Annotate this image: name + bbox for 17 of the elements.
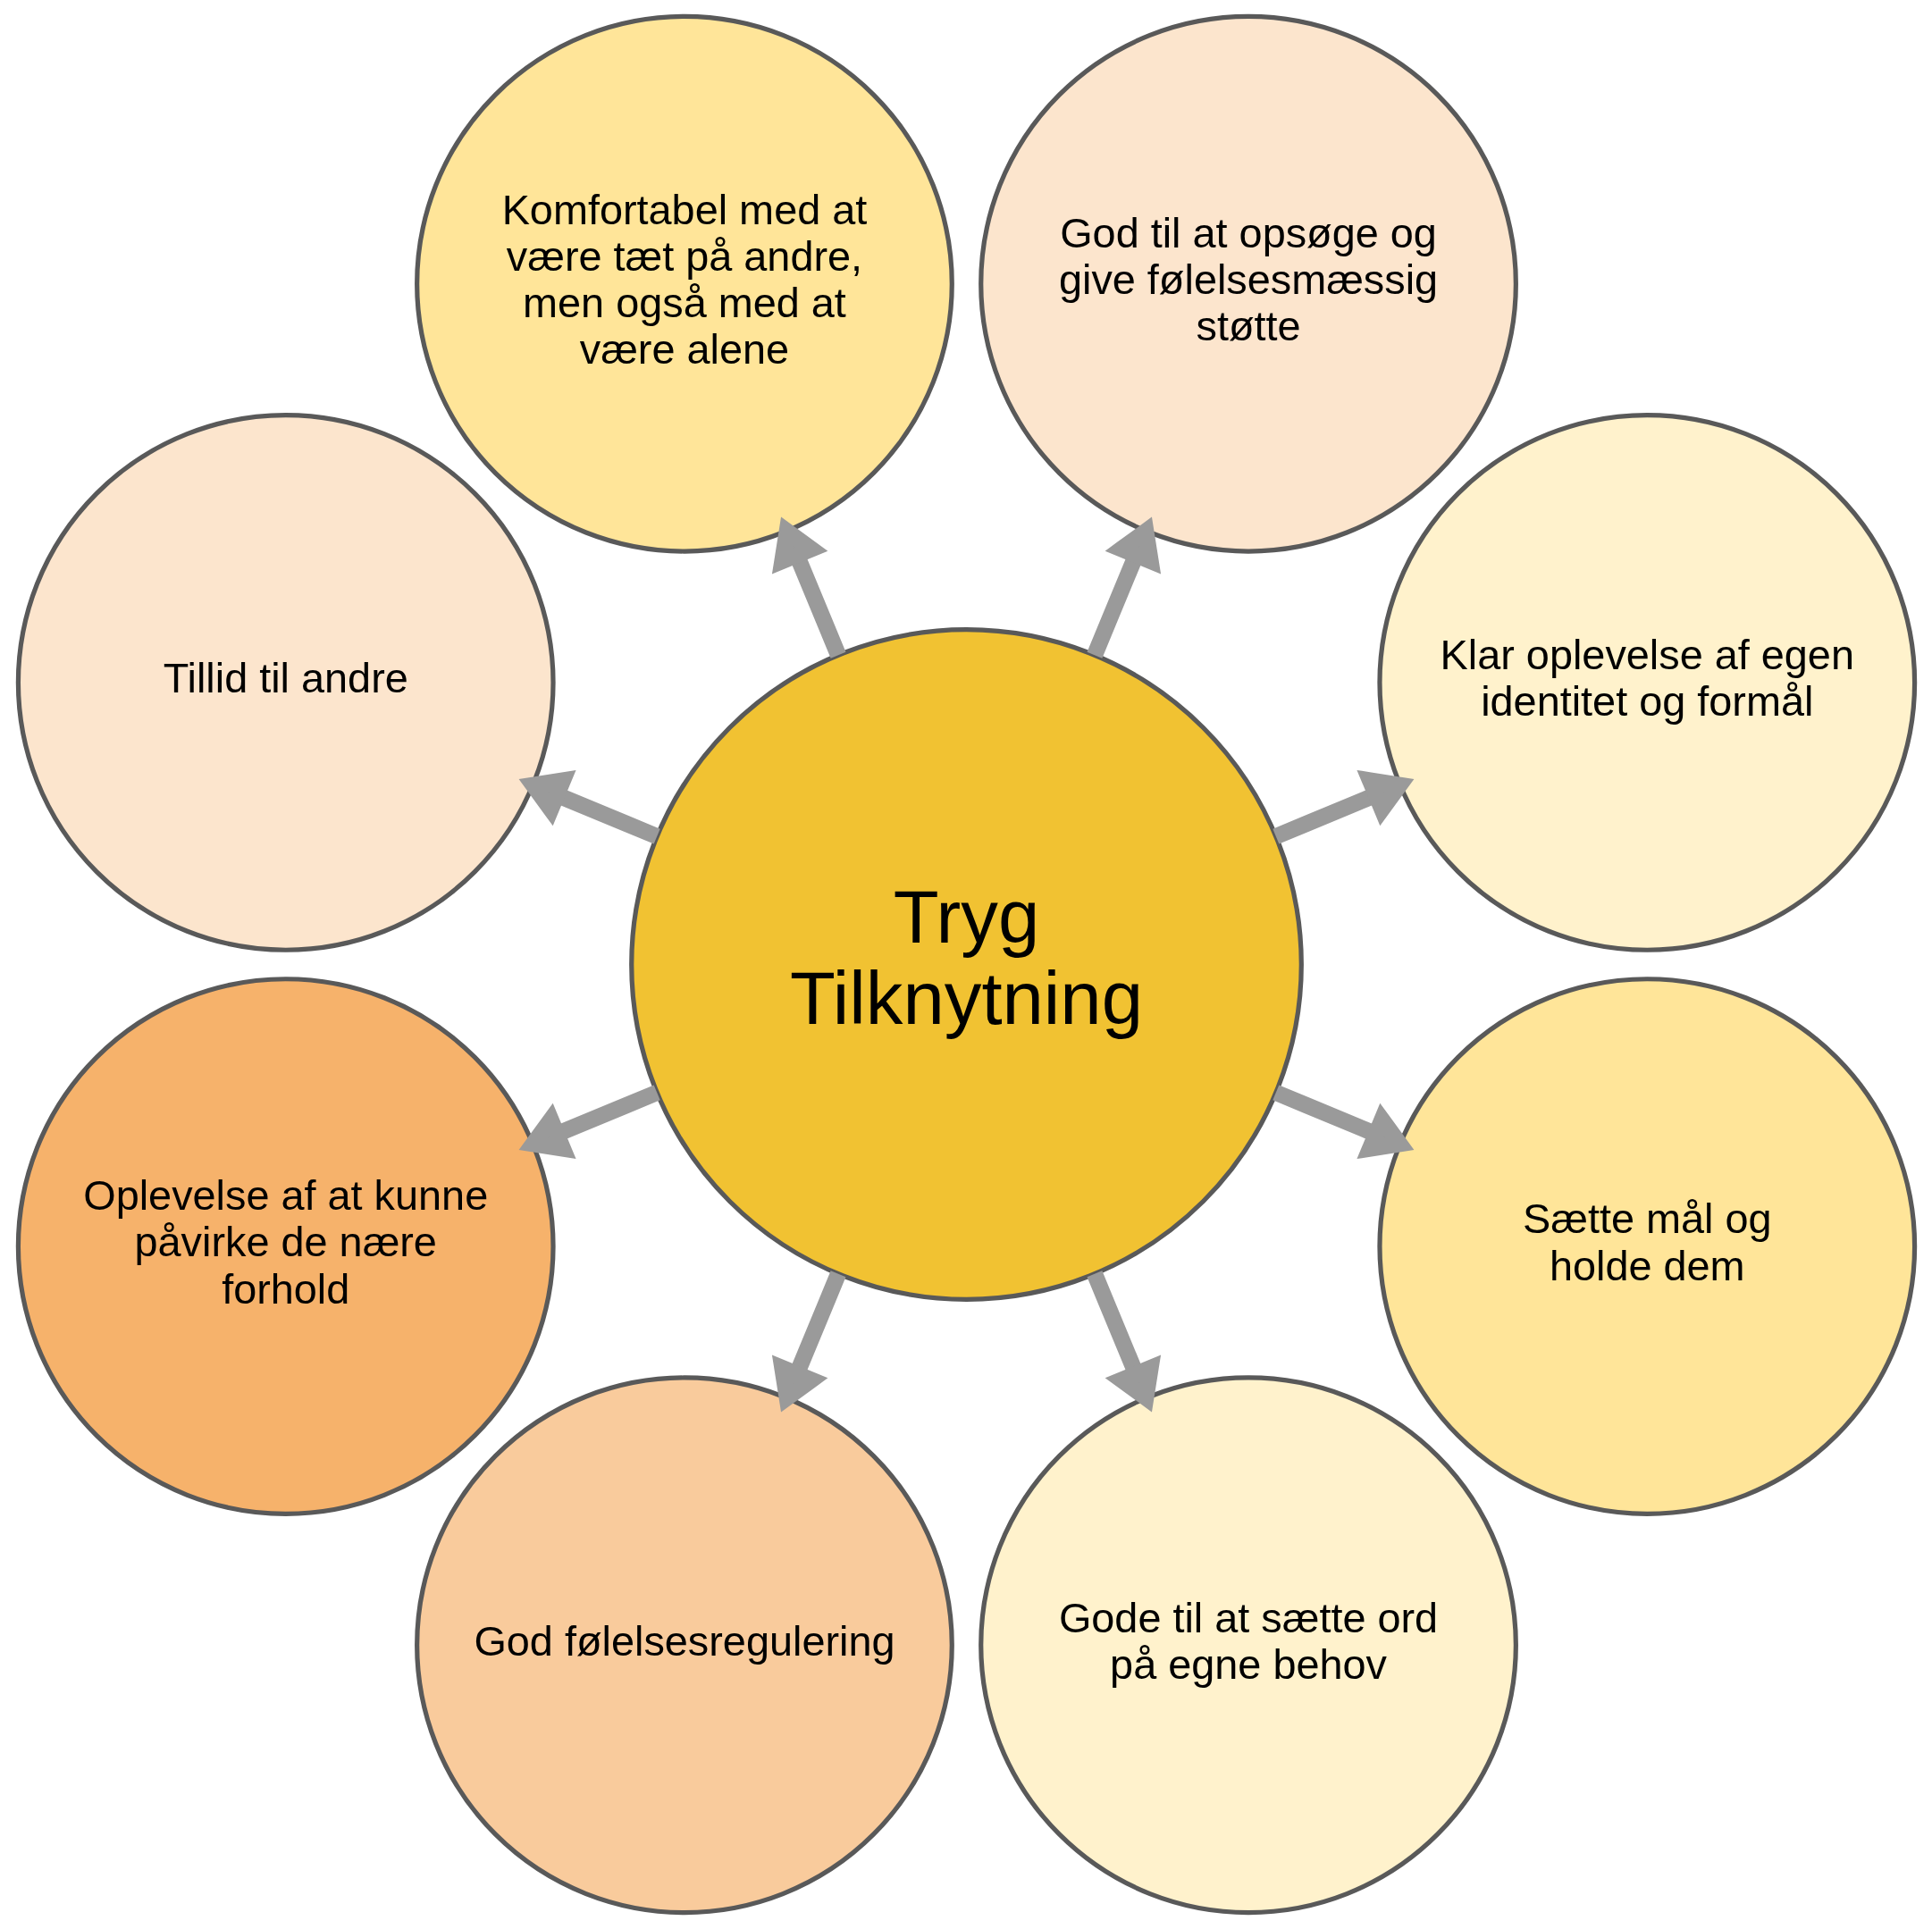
arrow	[771, 1271, 845, 1413]
node-circle: Oplevelse af at kunne påvirke de nære forhold	[15, 977, 556, 1516]
arrow	[518, 1085, 660, 1160]
node-circle: Komfortabel med at være tæt på andre, men også med at være alene	[414, 13, 954, 554]
arrow	[1272, 769, 1414, 844]
node-circle: God til at opsøge og give følelsesmæssig støtte	[978, 13, 1518, 554]
arrow	[1087, 1271, 1161, 1413]
arrow	[1087, 516, 1161, 658]
arrow	[771, 516, 845, 658]
node-circle: Klar oplevelse af egen identitet og formål	[1376, 413, 1917, 952]
node-circle: Tillid til andre	[15, 413, 556, 952]
node-circle: God følelsesregulering	[414, 1375, 954, 1916]
node-circle: Tryg Tilknytning	[628, 627, 1304, 1302]
node-circle: Gode til at sætte ord på egne behov	[978, 1375, 1518, 1916]
arrow	[518, 769, 660, 844]
node-circle: Sætte mål og holde dem	[1376, 977, 1917, 1516]
arrow	[1272, 1085, 1414, 1160]
